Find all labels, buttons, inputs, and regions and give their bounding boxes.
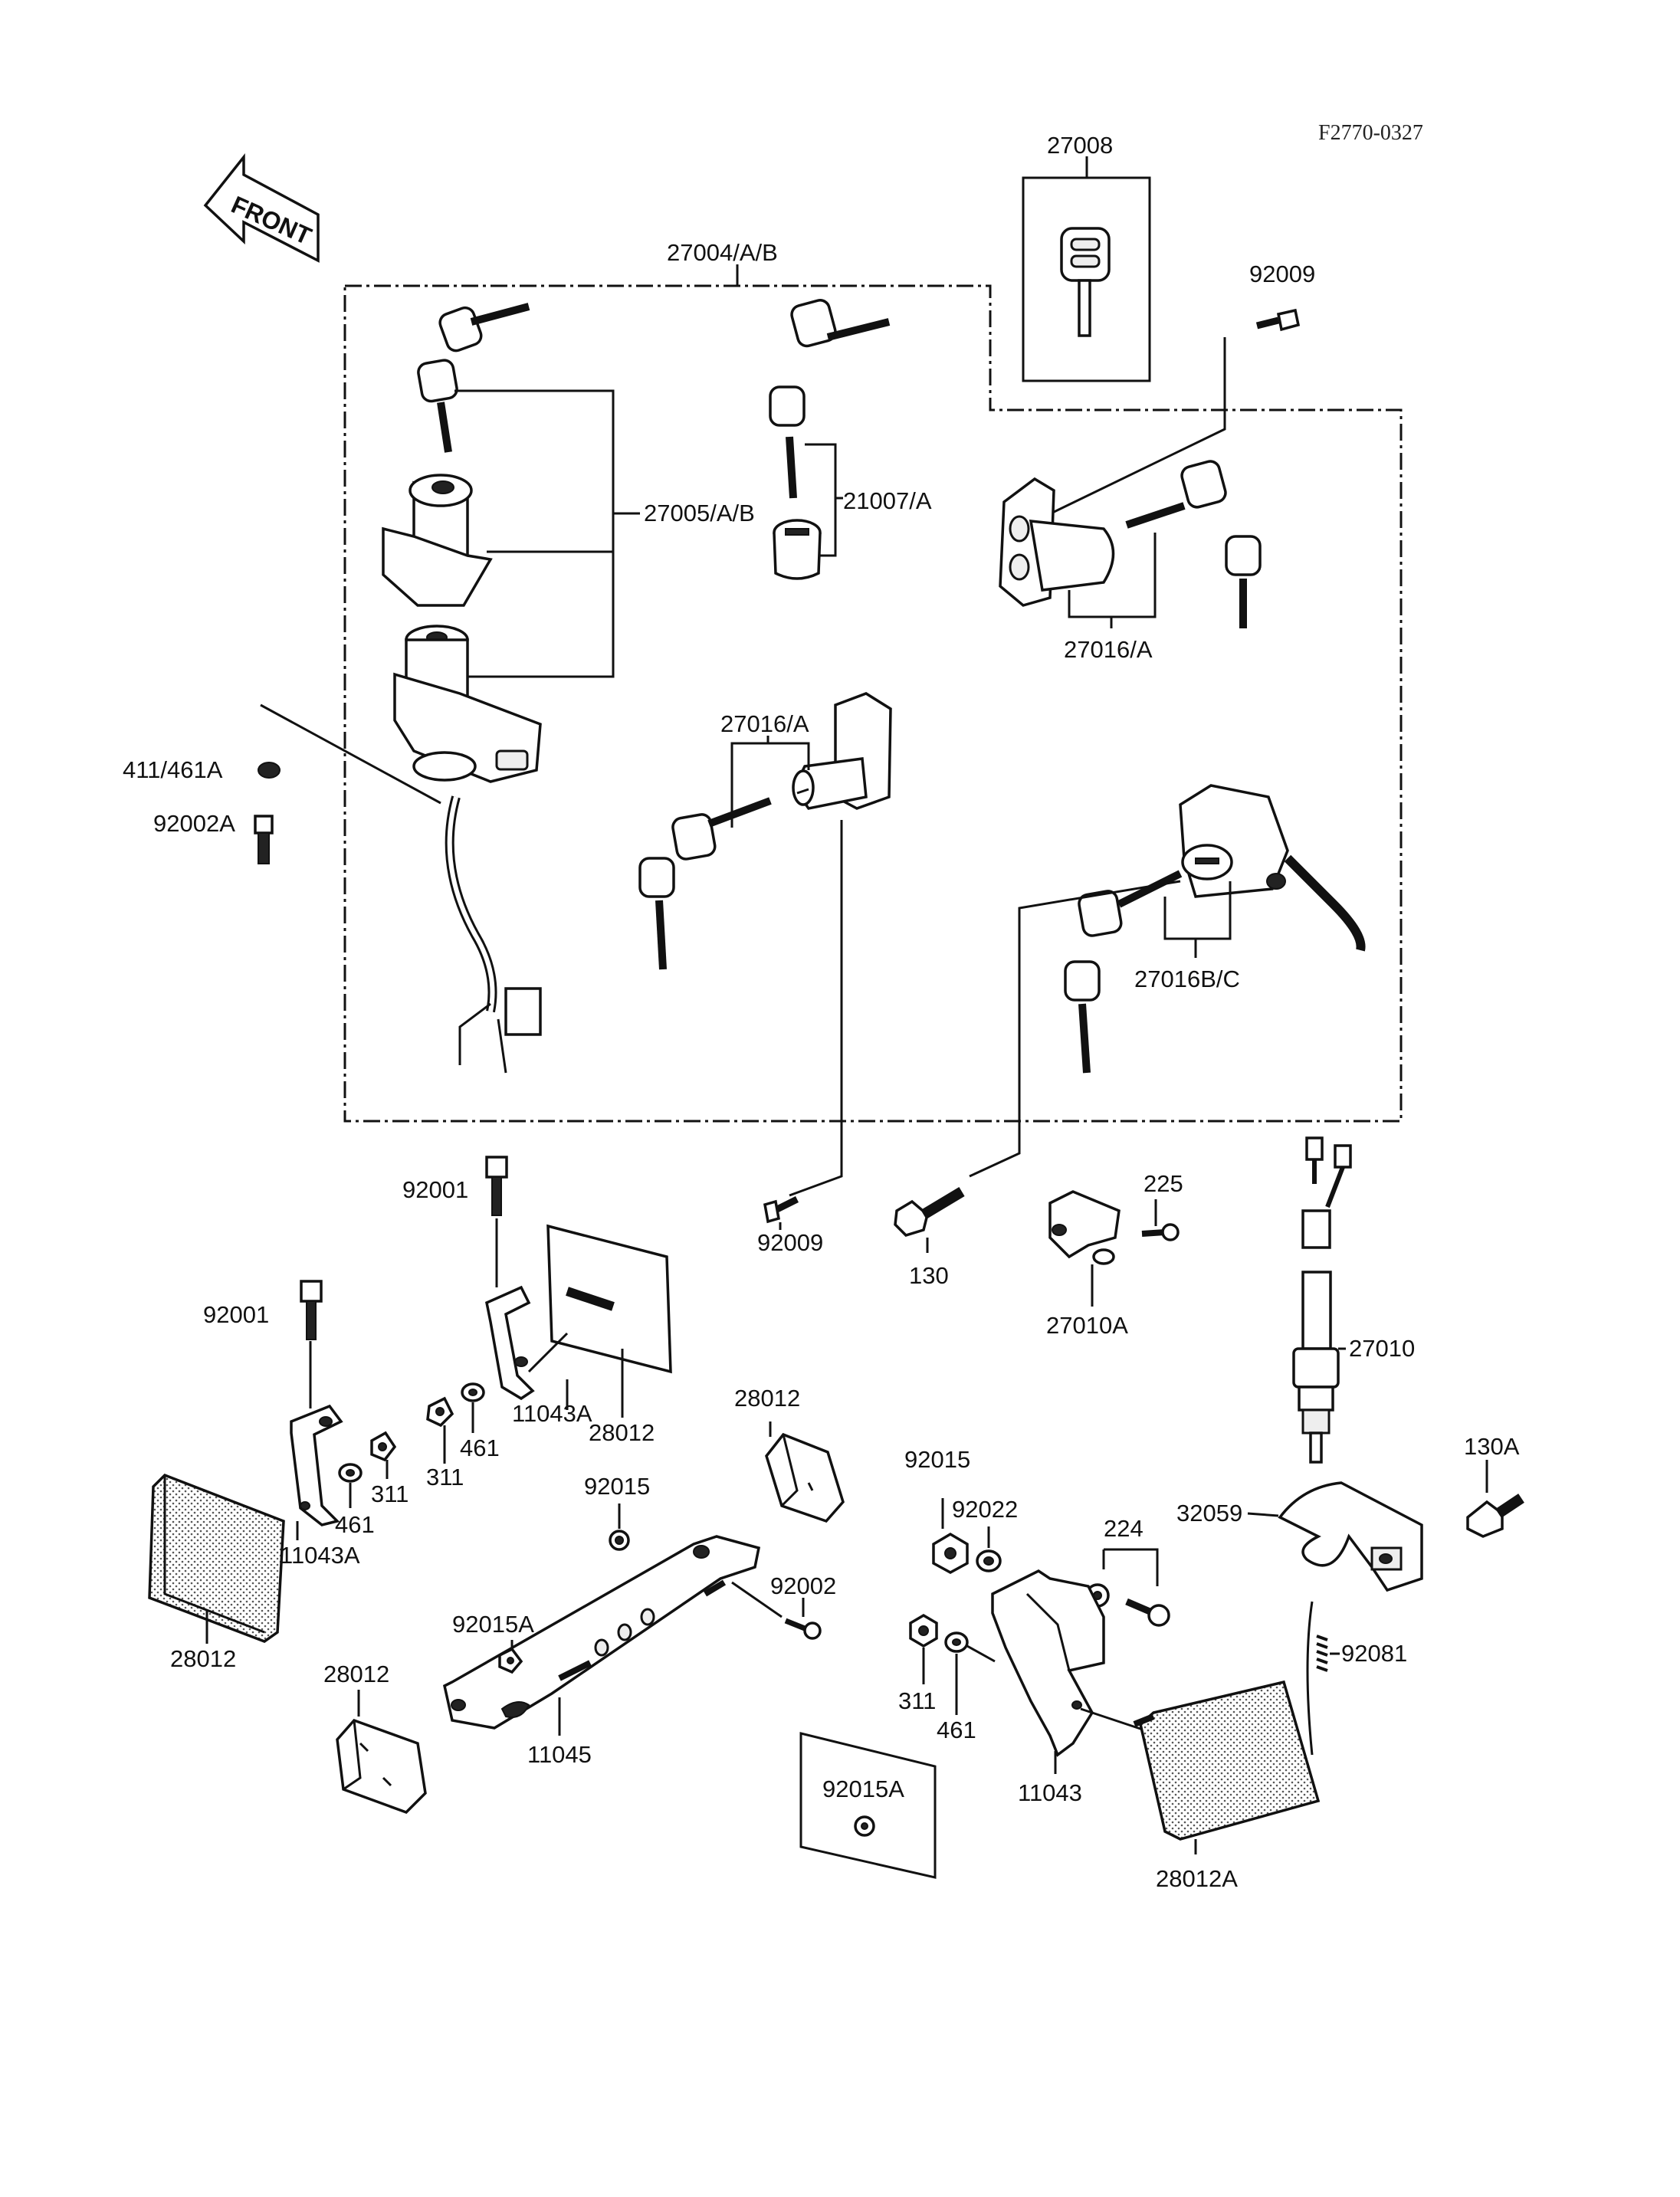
ignition-keys-icon	[417, 303, 530, 453]
label-27005: 27005/A/B	[644, 500, 755, 526]
label-27016-right: 27016/A	[1064, 636, 1153, 663]
bracket-11043A-lower	[290, 1404, 343, 1526]
bracket-11045-icon	[442, 1535, 761, 1730]
label-27004: 27004/A/B	[667, 239, 778, 266]
label-311-lower: 311	[371, 1481, 409, 1507]
nut-92015A-left-icon	[498, 1647, 523, 1674]
screw-92002-icon	[784, 1618, 822, 1640]
washer-461-lower-icon	[338, 1463, 363, 1483]
figure-code: F2770-0327	[1318, 121, 1423, 145]
label-92001-lower: 92001	[203, 1301, 269, 1328]
nut-311-right-icon	[909, 1613, 938, 1648]
box-92015A	[799, 1732, 937, 1879]
washer-461-upper-icon	[461, 1382, 485, 1402]
label-11043A-lower: 11043A	[280, 1542, 360, 1569]
label-21007: 21007/A	[843, 487, 932, 514]
label-11043: 11043	[1018, 1779, 1082, 1806]
label-27016-mid: 27016/A	[720, 710, 809, 737]
label-92009-bottom: 92009	[757, 1229, 823, 1256]
ignition-switch-assembly	[393, 625, 542, 1074]
label-411-461A: 411/461A	[123, 756, 223, 783]
label-461-lower: 461	[335, 1511, 375, 1538]
label-130A: 130A	[1464, 1433, 1520, 1460]
screw-92009-top	[1255, 308, 1301, 332]
label-92002: 92002	[770, 1572, 836, 1599]
lock-27016BC	[1064, 784, 1366, 1074]
keys-21007-icon	[769, 299, 891, 499]
bolt-92002A-icon	[254, 815, 274, 864]
reflector-28012A-icon	[1133, 1680, 1321, 1841]
label-311-upper: 311	[426, 1464, 464, 1490]
label-28012-upper: 28012	[589, 1419, 655, 1446]
bolt-92001-lower-icon	[300, 1280, 323, 1340]
screw-92009-bottom	[763, 1195, 799, 1224]
label-461-upper: 461	[460, 1435, 500, 1461]
label-225: 225	[1144, 1170, 1183, 1197]
label-11043A-upper: 11043A	[512, 1400, 592, 1427]
lock-cap-icon	[773, 519, 822, 580]
lock-27016-right	[999, 460, 1262, 628]
clamp-32059-icon	[1278, 1481, 1423, 1592]
reflector-28012-center	[765, 1432, 845, 1523]
label-11045: 11045	[527, 1741, 592, 1768]
label-92002A: 92002A	[153, 810, 235, 837]
label-92015A-box: 92015A	[822, 1776, 904, 1802]
label-92022: 92022	[952, 1496, 1018, 1523]
ignition-cylinder-upper	[382, 474, 493, 607]
spring-92081-icon	[1306, 1601, 1328, 1756]
label-27010: 27010	[1349, 1335, 1415, 1362]
key-27008-group	[1022, 156, 1151, 382]
nut-311-lower-icon	[370, 1431, 397, 1462]
reflector-28012-left	[148, 1473, 285, 1643]
label-28012-center: 28012	[734, 1385, 800, 1412]
nut-92015-right-icon	[932, 1532, 969, 1574]
label-130: 130	[909, 1262, 949, 1289]
label-28012-lower: 28012	[323, 1661, 389, 1687]
label-224: 224	[1104, 1515, 1144, 1542]
bolt-130-icon	[894, 1186, 965, 1237]
key-blank-icon	[1060, 227, 1111, 337]
label-92081: 92081	[1341, 1640, 1407, 1667]
label-27016BC: 27016B/C	[1134, 966, 1240, 992]
screw-225-icon	[1141, 1223, 1180, 1241]
label-92015A-left: 92015A	[452, 1611, 534, 1638]
label-28012A: 28012A	[1156, 1865, 1238, 1892]
bracket-11043A-upper	[485, 1285, 535, 1401]
label-27010A: 27010A	[1046, 1312, 1128, 1339]
bolt-92001-upper-icon	[485, 1156, 508, 1216]
switch-27010A-icon	[1048, 1190, 1121, 1265]
label-28012-left: 28012	[170, 1645, 236, 1672]
washer-461-right-icon	[944, 1631, 969, 1653]
label-27008: 27008	[1047, 132, 1113, 159]
washer-411-icon	[258, 762, 281, 779]
label-32059: 32059	[1176, 1500, 1242, 1526]
front-arrow-icon: FRONT	[203, 152, 320, 263]
washer-92022-icon	[976, 1549, 1002, 1572]
label-92015-right: 92015	[904, 1446, 970, 1473]
set-27004-outline	[343, 284, 1403, 1123]
nut-311-upper-icon	[426, 1396, 454, 1428]
switch-27010-icon	[1292, 1136, 1352, 1464]
reflector-28012-lower	[336, 1718, 427, 1815]
label-461-right: 461	[937, 1717, 976, 1743]
bracket-11043-icon	[991, 1569, 1105, 1757]
reflector-28012-upper	[546, 1224, 672, 1374]
label-92015-mid: 92015	[584, 1473, 650, 1500]
nut-92015-mid-icon	[609, 1530, 630, 1551]
lock-27016-mid	[638, 692, 892, 970]
label-92009-top: 92009	[1249, 261, 1315, 287]
label-311-right: 311	[898, 1687, 936, 1714]
label-92001-upper: 92001	[402, 1176, 468, 1203]
bolt-130A-icon	[1466, 1494, 1524, 1538]
